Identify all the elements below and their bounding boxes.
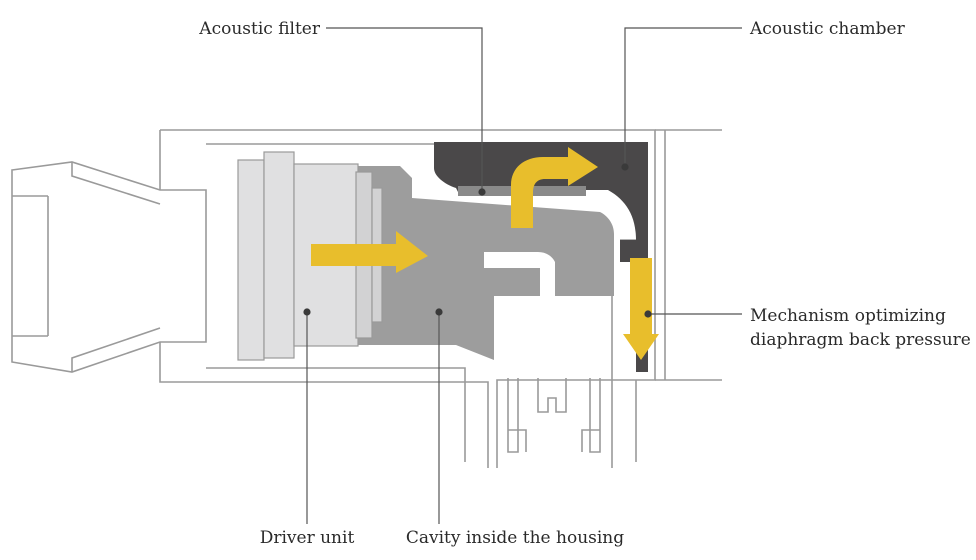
- leader-mechanism: [644, 310, 742, 318]
- label-mechanism-line1: Mechanism optimizing: [750, 306, 946, 326]
- leader-acoustic-chamber: [621, 27, 742, 171]
- leader-cavity: [435, 308, 443, 524]
- leader-driver-unit: [303, 308, 311, 524]
- label-cavity: Cavity inside the housing: [406, 528, 624, 548]
- flow-arrow-up-right: [511, 147, 598, 228]
- flow-arrow-down: [623, 258, 659, 360]
- flow-arrow-right: [311, 231, 428, 273]
- housing-outline: [159, 129, 722, 468]
- label-acoustic-chamber: Acoustic chamber: [749, 19, 906, 39]
- leader-acoustic-filter: [326, 27, 486, 196]
- nozzle-outline: [11, 161, 207, 373]
- cavity-shape: [340, 166, 614, 360]
- label-mechanism-line2: diaphragm back pressure: [750, 330, 971, 350]
- label-driver-unit: Driver unit: [260, 528, 355, 548]
- label-acoustic-filter: Acoustic filter: [198, 19, 321, 39]
